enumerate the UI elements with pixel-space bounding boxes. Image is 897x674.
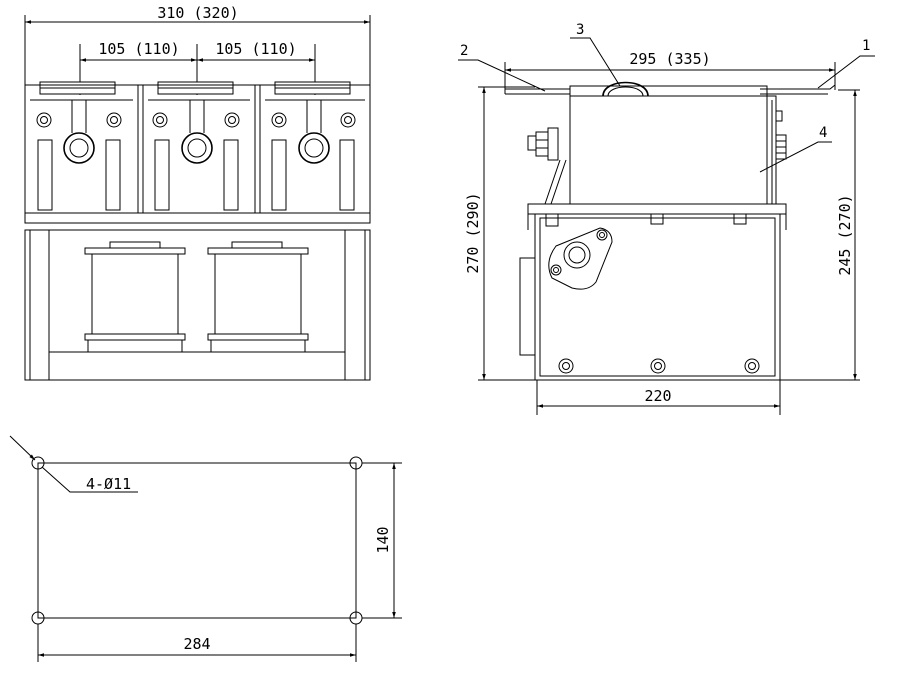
front-pitch-left: 105 (110) bbox=[98, 40, 179, 58]
front-width-dim: 310 (320) bbox=[157, 4, 238, 22]
front-pitch-right: 105 (110) bbox=[215, 40, 296, 58]
side-height-left-dim: 270 (290) bbox=[464, 192, 482, 273]
callout-3: 3 bbox=[576, 22, 584, 38]
front-view: 310 (320) 105 (110) 105 (110) bbox=[24, 4, 371, 381]
callout-1: 1 bbox=[862, 38, 870, 54]
side-view: 295 (335) 270 (290) 245 (270) 220 bbox=[458, 22, 875, 415]
side-base-width-dim: 220 bbox=[644, 387, 671, 405]
callout-2: 2 bbox=[460, 43, 468, 59]
hole-spec: 4-Ø11 bbox=[86, 475, 131, 493]
side-height-right-dim: 245 (270) bbox=[836, 194, 854, 275]
mount-view: 4-Ø11 140 284 bbox=[9, 435, 402, 662]
hole-spacing-y: 140 bbox=[374, 526, 392, 553]
hole-spacing-x: 284 bbox=[183, 635, 210, 653]
side-length-dim: 295 (335) bbox=[629, 50, 710, 68]
callout-4: 4 bbox=[819, 125, 827, 141]
